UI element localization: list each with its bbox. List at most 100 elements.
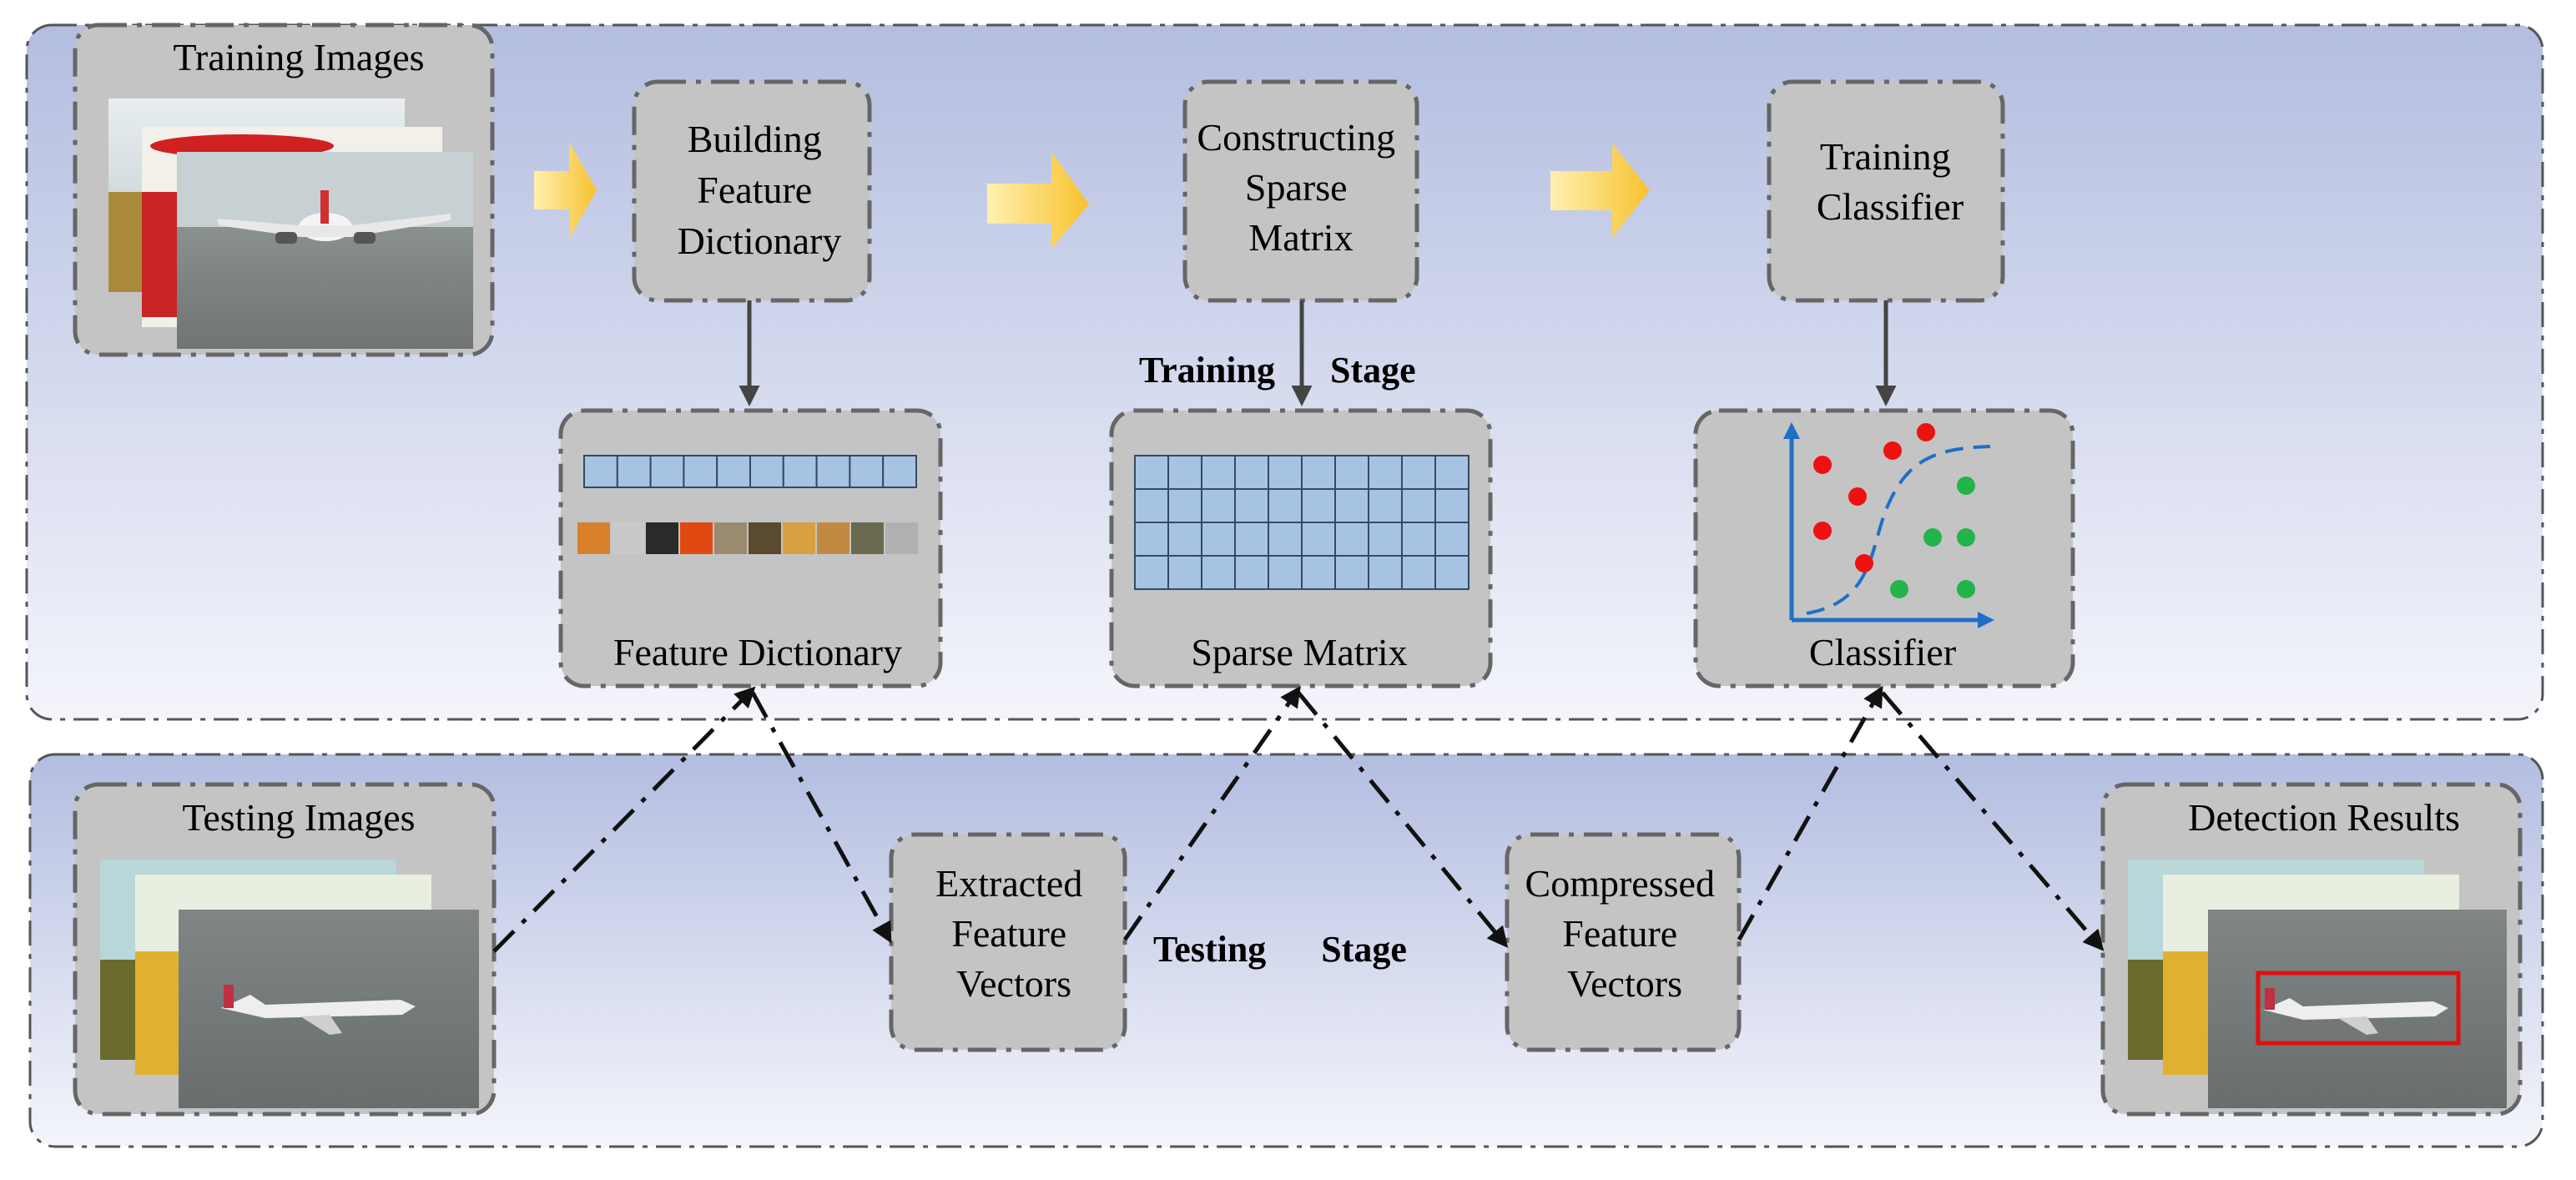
matrix-cell bbox=[1301, 522, 1336, 557]
matrix-cell bbox=[1368, 455, 1403, 490]
matrix-cell bbox=[1401, 488, 1436, 523]
compressed-feature-vectors-box: Compressed Feature Vectors bbox=[1505, 832, 1742, 1052]
constructing-label-line1: Constructing bbox=[1197, 116, 1395, 159]
constructing-label-line2: Sparse bbox=[1245, 166, 1348, 209]
right-arrow-icon bbox=[1550, 144, 1650, 238]
training-images-title: Training Images bbox=[173, 36, 424, 78]
sparse-matrix-grid bbox=[1134, 455, 1469, 590]
dictionary-cell bbox=[649, 455, 685, 488]
svg-text:Extracted Feature: Extracted Feature Vectors bbox=[935, 862, 1092, 1005]
matrix-cell bbox=[1434, 555, 1469, 590]
extracted-label-line3: Vectors bbox=[956, 962, 1071, 1005]
extracted-feature-vectors-box: Extracted Feature Vectors bbox=[889, 832, 1127, 1052]
matrix-cell bbox=[1268, 488, 1303, 523]
matrix-cell bbox=[1234, 488, 1269, 523]
airplane-photo bbox=[217, 190, 451, 244]
matrix-cell bbox=[1301, 488, 1336, 523]
training-images-box: Training Images bbox=[73, 23, 495, 357]
constructing-label-line3: Matrix bbox=[1248, 216, 1353, 259]
matrix-cell bbox=[1134, 522, 1169, 557]
matrix-cell bbox=[1167, 555, 1202, 590]
building-feature-dictionary-box: Building Feature Dictionary bbox=[632, 79, 872, 303]
matrix-cell bbox=[1167, 488, 1202, 523]
testing-images-title: Testing Images bbox=[182, 796, 415, 839]
matrix-cell bbox=[1434, 488, 1469, 523]
arrow-matrix-to-compressed bbox=[1297, 691, 1509, 948]
green-class-dot bbox=[1957, 528, 1975, 547]
matrix-cell bbox=[1401, 455, 1436, 490]
svg-text:Compressed Feature: Compressed Feature Vectors bbox=[1525, 862, 1725, 1005]
svg-text:Training Classifier: Training Classifier bbox=[1817, 135, 1964, 228]
matrix-cell bbox=[1201, 455, 1236, 490]
feature-dictionary-box: Feature Dictionary bbox=[558, 408, 943, 688]
dictionary-cell bbox=[583, 455, 618, 488]
green-class-dot bbox=[1890, 580, 1908, 598]
dictionary-cell bbox=[882, 455, 917, 488]
arrow-dictionary-to-extracted bbox=[750, 691, 892, 944]
matrix-cell bbox=[1234, 555, 1269, 590]
testing-images-box: Testing Images bbox=[73, 782, 497, 1117]
green-class-dot bbox=[1957, 477, 1975, 495]
matrix-cell bbox=[1368, 522, 1403, 557]
dictionary-vector-row bbox=[583, 455, 917, 488]
matrix-cell bbox=[1368, 488, 1403, 523]
extracted-label-line2: Feature bbox=[951, 912, 1066, 955]
matrix-cell bbox=[1268, 555, 1303, 590]
flow-arrows bbox=[492, 685, 2105, 953]
red-class-dot bbox=[1855, 554, 1873, 572]
matrix-cell bbox=[1167, 455, 1202, 490]
feature-dictionary-label: Feature Dictionary bbox=[613, 631, 902, 673]
matrix-cell bbox=[1234, 522, 1269, 557]
matrix-cell bbox=[1201, 522, 1236, 557]
green-class-dot bbox=[1957, 580, 1975, 598]
decision-boundary bbox=[1806, 445, 1991, 615]
compressed-label-line1: Compressed bbox=[1525, 862, 1715, 905]
dictionary-patch bbox=[577, 522, 610, 554]
extracted-label-line1: Extracted bbox=[935, 862, 1082, 905]
right-arrow-icon bbox=[987, 152, 1089, 249]
red-class-dot bbox=[1813, 456, 1832, 474]
training-classifier-line2: Classifier bbox=[1817, 185, 1964, 228]
dictionary-patch bbox=[851, 522, 884, 554]
green-class-dot bbox=[1923, 528, 1942, 547]
dictionary-cell bbox=[716, 455, 752, 488]
classifier-box: Classifier bbox=[1693, 408, 2075, 688]
svg-text:Building Feature D: Building Feature Dictionary bbox=[678, 118, 842, 262]
right-arrow-icon bbox=[534, 142, 597, 239]
compressed-label-line2: Feature bbox=[1562, 912, 1677, 955]
arrow-testing-to-dictionary bbox=[492, 686, 756, 953]
dictionary-patch bbox=[714, 522, 747, 554]
dictionary-cell bbox=[849, 455, 885, 488]
matrix-cell bbox=[1201, 488, 1236, 523]
compressed-label-line3: Vectors bbox=[1567, 962, 1682, 1005]
matrix-cell bbox=[1268, 522, 1303, 557]
red-class-dot bbox=[1813, 522, 1832, 540]
red-class-dot bbox=[1848, 487, 1867, 506]
dictionary-cell bbox=[683, 455, 718, 488]
matrix-cell bbox=[1401, 522, 1436, 557]
matrix-cell bbox=[1368, 555, 1403, 590]
dictionary-patch bbox=[817, 522, 849, 554]
dictionary-patch bbox=[680, 522, 713, 554]
airplane-photo bbox=[221, 985, 416, 1035]
matrix-cell bbox=[1401, 555, 1436, 590]
dictionary-patch bbox=[783, 522, 815, 554]
constructing-sparse-matrix-box: Constructing Sparse Matrix bbox=[1182, 79, 1419, 303]
matrix-cell bbox=[1134, 555, 1169, 590]
matrix-cell bbox=[1434, 522, 1469, 557]
building-label-line3: Dictionary bbox=[678, 219, 842, 262]
dictionary-cell bbox=[782, 455, 818, 488]
red-class-dot bbox=[1883, 441, 1902, 460]
dictionary-cell bbox=[815, 455, 851, 488]
scatter-plot-icon bbox=[1783, 422, 1994, 628]
classifier-label: Classifier bbox=[1809, 631, 1956, 673]
red-class-dot bbox=[1917, 423, 1935, 441]
detection-results-box: Detection Results bbox=[2100, 782, 2523, 1117]
matrix-cell bbox=[1334, 522, 1369, 557]
matrix-cell bbox=[1134, 488, 1169, 523]
dictionary-patch bbox=[646, 522, 678, 554]
matrix-cell bbox=[1134, 455, 1169, 490]
matrix-cell bbox=[1334, 555, 1369, 590]
matrix-cell bbox=[1301, 455, 1336, 490]
matrix-cell bbox=[1334, 455, 1369, 490]
